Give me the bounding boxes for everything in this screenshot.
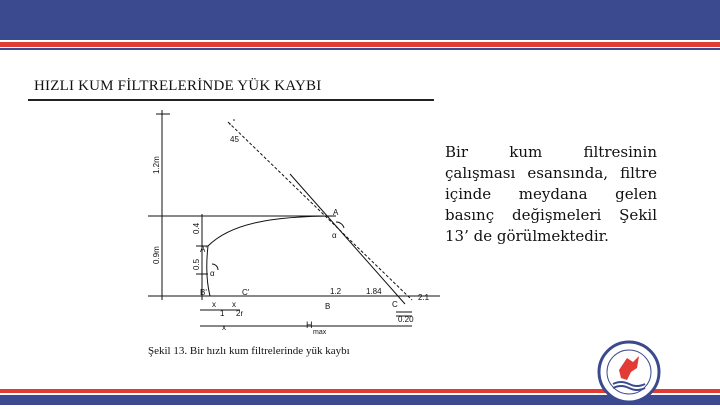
label-val-1-84: 1.84	[366, 287, 382, 296]
label-two-r: 2r	[236, 309, 243, 318]
slide-title: HIZLI KUM FİLTRELERİNDE YÜK KAYBI	[34, 78, 322, 94]
university-logo-icon	[597, 340, 661, 404]
footer-navy-band	[0, 395, 720, 405]
label-point-a: A	[333, 208, 339, 217]
label-h-max: H	[306, 320, 313, 330]
title-underline	[28, 99, 434, 101]
head-loss-figure: 1.2m 0.9m 0.4 0.5 45 A A' α α B' C' 1.2 …	[140, 104, 440, 340]
label-val-2-1: 2.1	[418, 293, 430, 302]
label-point-a-prime: A'	[200, 245, 207, 254]
label-x-bottom: x	[222, 323, 226, 332]
label-alpha-2: α	[210, 269, 215, 278]
dim-0-4: 0.4	[192, 222, 201, 234]
dim-0-5: 0.5	[192, 258, 201, 270]
label-h-max-sub: max	[313, 329, 327, 336]
label-alpha-1: α	[332, 231, 337, 240]
header-red-stripe	[0, 42, 720, 47]
label-point-c-prime: C'	[242, 288, 250, 297]
label-val-1-2: 1.2	[330, 287, 342, 296]
label-point-b: B	[325, 302, 330, 311]
body-paragraph: Bir kum filtresinin çalışması esansında,…	[445, 143, 657, 245]
label-x-2: x	[232, 300, 236, 309]
label-val-0-20: 0.20	[398, 315, 414, 324]
label-point-c: C	[392, 300, 398, 309]
label-point-b-prime: B'	[200, 288, 207, 297]
header-thin-line	[0, 48, 720, 50]
dim-1-2m: 1.2m	[152, 156, 161, 174]
footer-red-stripe	[0, 389, 720, 393]
dim-0-9m: 0.9m	[152, 246, 161, 264]
angle-45: 45	[230, 135, 239, 144]
header-navy-band	[0, 0, 720, 40]
head-loss-diagram: 1.2m 0.9m 0.4 0.5 45 A A' α α B' C' 1.2 …	[148, 110, 440, 336]
label-one: 1	[220, 309, 225, 318]
figure-caption: Şekil 13. Bir hızlı kum filtrelerinde yü…	[148, 345, 350, 357]
label-x-1: x	[212, 300, 216, 309]
